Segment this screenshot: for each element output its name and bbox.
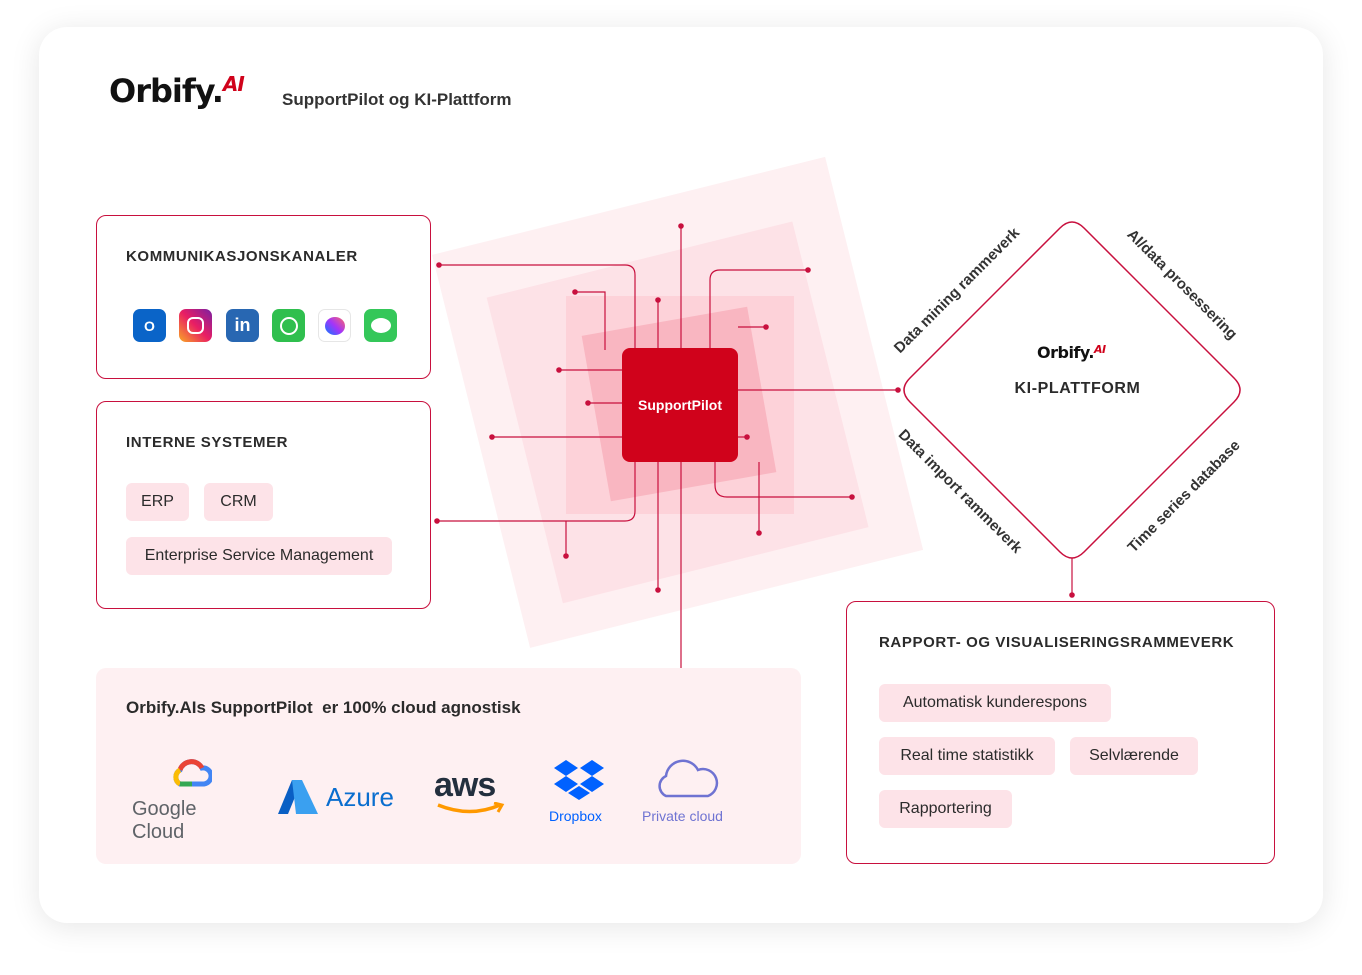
orbify-logo: Orbify.AI bbox=[109, 72, 245, 110]
internal-title: INTERNE SYSTEMER bbox=[126, 434, 289, 451]
cloud-panel: Orbify.AIs SupportPilot er 100% cloud ag… bbox=[96, 668, 801, 864]
chip-esm: Enterprise Service Management bbox=[126, 537, 392, 575]
supportpilot-core[interactable]: SupportPilot bbox=[622, 348, 738, 462]
chip-crm: CRM bbox=[204, 483, 273, 521]
messenger-icon bbox=[318, 309, 351, 342]
google-cloud-text: Google Cloud bbox=[132, 798, 197, 843]
report-title: RAPPORT- OG VISUALISERINGSRAMMEVERK bbox=[879, 634, 1235, 651]
supportpilot-label: SupportPilot bbox=[638, 397, 722, 413]
page-subtitle: SupportPilot og KI-Plattform bbox=[282, 90, 512, 109]
private-cloud-text: Private cloud bbox=[642, 808, 723, 824]
azure-icon bbox=[278, 780, 318, 814]
chip-reporting: Rapportering bbox=[879, 790, 1012, 828]
channels-title: KOMMUNIKASJONSKANALER bbox=[126, 248, 358, 265]
internal-systems-box: INTERNE SYSTEMER ERP CRM Enterprise Serv… bbox=[96, 401, 431, 609]
linkedin-icon: in bbox=[226, 309, 259, 342]
private-cloud-logo: Private cloud bbox=[636, 756, 746, 824]
whatsapp-icon bbox=[272, 309, 305, 342]
aws-logo: aws bbox=[434, 766, 514, 821]
azure-text: Azure bbox=[326, 782, 394, 812]
chip-real-time: Real time statistikk bbox=[879, 737, 1055, 775]
cloud-title: Orbify.AIs SupportPilot er 100% cloud ag… bbox=[126, 698, 521, 717]
chip-erp: ERP bbox=[126, 483, 189, 521]
aws-text: aws bbox=[434, 766, 496, 804]
channels-box: KOMMUNIKASJONSKANALER O in bbox=[96, 215, 431, 379]
dropbox-text: Dropbox bbox=[549, 808, 602, 824]
circuit-lines bbox=[437, 226, 1073, 693]
private-cloud-icon bbox=[658, 759, 719, 798]
messages-icon bbox=[364, 309, 397, 342]
outlook-icon: O bbox=[133, 309, 166, 342]
azure-logo: Azure bbox=[276, 778, 406, 818]
aws-smile-icon bbox=[437, 802, 505, 814]
platform-diamond bbox=[903, 221, 1241, 559]
report-box: RAPPORT- OG VISUALISERINGSRAMMEVERK Auto… bbox=[846, 601, 1275, 864]
platform-title: KI-PLATTFORM bbox=[1014, 380, 1141, 397]
google-cloud-icon bbox=[173, 759, 212, 787]
platform-logo: Orbify.AI bbox=[1037, 343, 1106, 362]
instagram-icon bbox=[179, 309, 212, 342]
chip-auto-response: Automatisk kunderespons bbox=[879, 684, 1111, 722]
dropbox-logo: Dropbox bbox=[544, 758, 614, 824]
chip-self-learning: Selvlærende bbox=[1070, 737, 1198, 775]
google-cloud-logo: Google Cloud bbox=[132, 758, 252, 843]
dropbox-icon bbox=[554, 760, 604, 800]
